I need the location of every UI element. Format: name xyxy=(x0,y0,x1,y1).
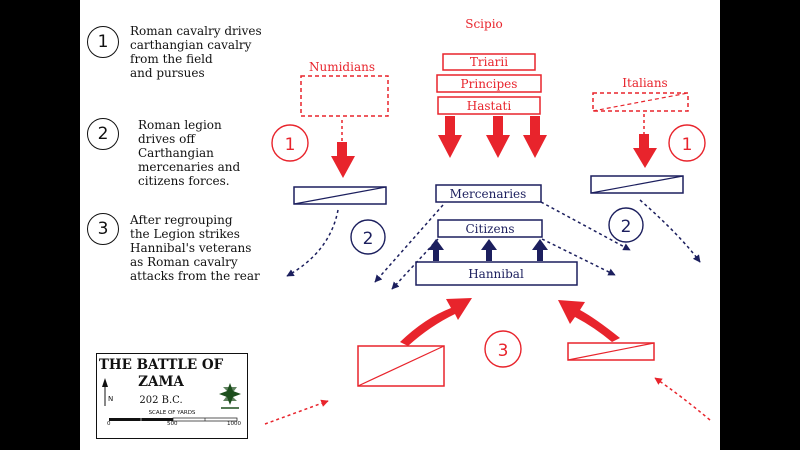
roman-cavalry-rear-right-diagonal xyxy=(567,342,655,361)
north-arrow-icon: N xyxy=(102,378,113,406)
italians-box xyxy=(592,92,689,112)
phase-marker-3 xyxy=(484,330,522,368)
retreat-right-cavalry xyxy=(639,199,701,263)
principes-label: Principes xyxy=(461,77,518,91)
scale-tick-0: 0 xyxy=(107,421,111,427)
scale-label: SCALE OF YARDS xyxy=(148,410,196,416)
hannibal-arrow-left xyxy=(428,239,444,261)
hastati-arrow-left xyxy=(438,116,462,158)
phase-marker-2-right xyxy=(608,207,644,243)
numidians-charge-arrow xyxy=(331,142,355,178)
scipio-label: Scipio xyxy=(465,17,503,31)
hastati-arrow-center xyxy=(486,116,510,158)
legend-text-1: Roman cavalry drives carthangian cavalry… xyxy=(130,24,262,80)
scale-tick-500: 500 xyxy=(167,421,178,427)
rear-attack-arrow-right xyxy=(558,300,620,342)
battle-map: 1 Roman cavalry drives carthangian caval… xyxy=(80,0,720,450)
title-box: THE BATTLE OF ZAMA 202 B.C. N SCALE OF Y… xyxy=(96,353,248,439)
phase-marker-2-right-label: 2 xyxy=(621,217,632,237)
principes-box xyxy=(436,74,542,93)
legend-text-2: Roman legion drives off Carthangian merc… xyxy=(138,118,240,188)
legend-line: drives off xyxy=(138,132,195,146)
scale-tick-1000: 1000 xyxy=(227,421,241,427)
legend-line: as Roman cavalry xyxy=(130,255,238,269)
phase-marker-2-left xyxy=(350,219,386,255)
italians-label: Italians xyxy=(622,76,667,90)
retreat-left-cavalry xyxy=(286,209,339,277)
phase-marker-1-left-label: 1 xyxy=(285,135,296,155)
rear-attack-arrow-left xyxy=(400,298,472,346)
numidians-label: Numidians xyxy=(309,60,375,74)
retreat-citizens-right xyxy=(541,238,616,276)
retreat-citizens-left xyxy=(391,238,439,290)
cavalry-return-arrows xyxy=(264,377,711,425)
legend-line: Roman legion xyxy=(138,118,222,132)
retreat-arrows xyxy=(286,199,701,290)
mercenaries-box xyxy=(435,184,542,203)
hastati-arrow-right xyxy=(523,116,547,158)
italians-diagonal xyxy=(592,92,689,112)
scale-bar-icon xyxy=(109,417,238,422)
battle-title-line1: THE BATTLE OF xyxy=(98,357,224,373)
legend-number-2: 2 xyxy=(87,118,119,150)
cavalry-return-right xyxy=(654,377,711,421)
hannibal-box xyxy=(415,261,578,286)
legend-text-3: After regrouping the Legion strikes Hann… xyxy=(130,213,260,283)
cavalry-return-left xyxy=(264,399,329,425)
legend-line: from the field xyxy=(130,52,213,66)
numidians-box xyxy=(300,75,389,117)
citizens-label: Citizens xyxy=(466,222,515,236)
battle-title-line2: ZAMA xyxy=(138,374,184,390)
hannibal-arrow-center xyxy=(481,239,497,261)
legend-line: mercenaries and xyxy=(138,160,241,174)
battle-diagram: Scipio Triarii Principes Hastati Numidia… xyxy=(264,17,711,425)
rear-attack-arrows xyxy=(400,298,620,346)
legend-number-1: 1 xyxy=(87,26,119,58)
phase-marker-2-left-label: 2 xyxy=(363,229,374,249)
compass-rose-icon xyxy=(219,383,241,409)
legend-line: Hannibal's veterans xyxy=(130,241,252,255)
carthaginian-cavalry-left-diagonal xyxy=(293,186,387,205)
roman-advance-arrows xyxy=(438,116,547,158)
legend-line: carthangian cavalry xyxy=(130,38,252,52)
legend-line: and pursues xyxy=(130,66,205,80)
hannibal-arrow-right xyxy=(532,239,548,261)
north-label: N xyxy=(108,395,113,403)
legend-line: attacks from the rear xyxy=(130,269,260,283)
legend-line: After regrouping xyxy=(130,213,233,227)
phase-marker-1-right-label: 1 xyxy=(682,135,693,155)
legend-line: the Legion strikes xyxy=(130,227,240,241)
hastati-box xyxy=(437,96,541,115)
hannibal-label: Hannibal xyxy=(468,267,524,281)
mercenaries-label: Mercenaries xyxy=(450,187,527,201)
italians-charge-arrow xyxy=(633,134,657,168)
title-box-graphics: N xyxy=(102,378,241,422)
triarii-label: Triarii xyxy=(470,55,508,69)
triarii-box xyxy=(442,53,536,71)
citizens-box xyxy=(437,219,543,238)
legend-line: citizens forces. xyxy=(138,174,230,188)
retreat-mercenaries-left xyxy=(374,204,444,283)
legend-line: Roman cavalry drives xyxy=(130,24,262,38)
battle-date: 202 B.C. xyxy=(139,395,183,406)
phase-marker-1-right xyxy=(668,124,706,162)
retreat-mercenaries-right xyxy=(540,201,631,251)
hastati-label: Hastati xyxy=(467,99,512,113)
legend-number-3: 3 xyxy=(87,213,119,245)
phase-marker-1-left xyxy=(271,124,309,162)
phase-marker-3-label: 3 xyxy=(498,341,509,361)
carthaginian-cavalry-right-diagonal xyxy=(590,175,684,194)
hannibal-arrows xyxy=(428,239,548,261)
roman-cavalry-rear-left-diagonal xyxy=(357,345,445,387)
legend-line: Carthangian xyxy=(138,146,214,160)
